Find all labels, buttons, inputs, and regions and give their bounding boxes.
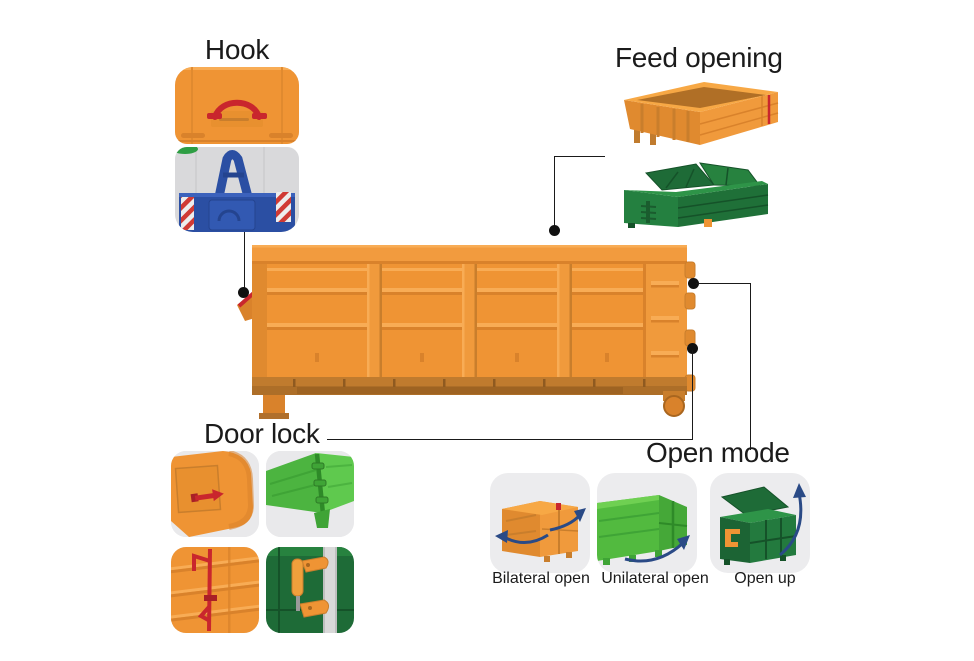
feed-opening-section-title: Feed opening — [615, 42, 783, 73]
feed-opening-image-orange-open-top — [616, 79, 780, 146]
connector-feed-line-h — [554, 156, 605, 157]
orange-door-rod-lock-icon — [171, 547, 259, 633]
unilateral-open-door-icon — [597, 495, 690, 565]
connector-door-lock-line-v — [691, 350, 693, 440]
hook-section-title: Hook — [204, 34, 270, 65]
open-mode-caption-open-up: Open up — [734, 570, 796, 587]
connector-open-mode-line-v — [749, 282, 751, 450]
feed-opening-image-green-lids — [616, 159, 778, 228]
orange-corner-lever-lock-icon — [171, 451, 259, 537]
bilateral-open-doors-icon — [495, 501, 586, 562]
hook-image-orange-handle — [175, 67, 299, 144]
open-mode-caption-bilateral: Bilateral open — [492, 570, 590, 587]
door-lock-image-hinge-corner — [266, 451, 354, 537]
callout-dot-door-lock — [686, 342, 698, 354]
blue-container-hook-arm-icon — [175, 147, 299, 232]
connector-hook-line — [243, 232, 245, 289]
open-mode-caption-unilateral: Unilateral open — [601, 570, 709, 587]
door-lock-image-lever — [171, 451, 259, 537]
door-lock-section-title: Door lock — [204, 418, 320, 449]
roll-off-container-side-view-icon — [237, 245, 696, 419]
orange-open-top-container-icon — [624, 82, 779, 145]
connector-door-lock-line-h — [327, 438, 693, 440]
green-container-open-lids-icon — [624, 162, 769, 228]
door-lock-image-cam-lock — [266, 547, 354, 633]
green-corner-hinge-icon — [266, 451, 354, 537]
open-up-lid-icon — [720, 483, 806, 565]
open-mode-image-bilateral — [490, 473, 590, 573]
open-mode-image-open-up — [710, 473, 810, 573]
callout-dot-open-mode — [688, 278, 699, 289]
door-lock-image-rod-lock — [171, 547, 259, 633]
main-container-side-view — [233, 235, 701, 425]
orange-container-hook-handle-icon — [175, 67, 299, 144]
callout-dot-feed-opening — [549, 225, 560, 236]
green-door-cam-lock-icon — [266, 547, 354, 633]
connector-open-mode-line-h — [696, 282, 751, 284]
hook-image-blue-hook-arm — [175, 147, 299, 232]
connector-feed-line-v — [554, 156, 555, 226]
open-mode-section-title: Open mode — [646, 437, 790, 468]
open-mode-image-unilateral — [597, 473, 697, 573]
callout-dot-hook — [238, 287, 249, 298]
